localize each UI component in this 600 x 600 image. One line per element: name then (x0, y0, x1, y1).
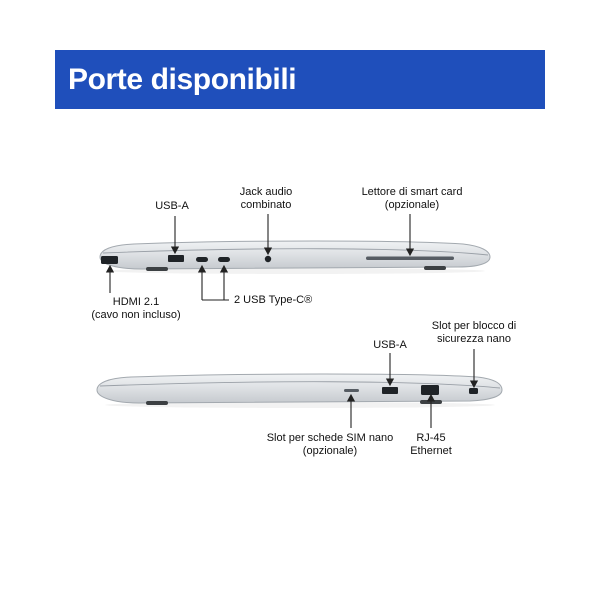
security-lock-label: Slot per blocco di sicurezza nano (431, 320, 517, 345)
rj45-port (421, 385, 439, 395)
hdmi-port (101, 256, 118, 264)
laptop-foot (424, 266, 446, 270)
page-title: Porte disponibili (68, 62, 297, 96)
usb-c-callout-bracket (197, 264, 229, 301)
audio-jack-callout-arrow (263, 214, 273, 256)
security-lock-slot (469, 388, 478, 394)
usb-a-bottom-callout-arrow (385, 353, 395, 387)
usb-a-port-right (382, 387, 398, 394)
laptop-lid-seam (102, 248, 489, 256)
audio-jack-label: Jack audio combinato (239, 186, 293, 211)
audio-jack-port (264, 255, 272, 263)
laptop-body (99, 240, 491, 270)
laptop-body (96, 373, 503, 404)
sim-slot (344, 389, 359, 392)
hdmi-label: HDMI 2.1 (cavo non incluso) (91, 296, 181, 321)
usb-c-port-2 (218, 257, 230, 262)
smart-card-label: Lettore di smart card (opzionale) (361, 186, 463, 211)
usb-c-port-1 (196, 257, 208, 262)
sim-label: Slot per schede SIM nano (opzionale) (266, 432, 394, 457)
hdmi-callout-arrow (105, 264, 115, 293)
callouts (105, 214, 479, 428)
laptop-right-side-view (96, 373, 503, 408)
smart-card-callout-arrow (405, 214, 415, 257)
laptop-foot (146, 267, 168, 271)
smart-card-slot (366, 256, 454, 260)
usb-a-top-label: USB-A (155, 200, 189, 212)
rj45-callout-arrow (426, 393, 436, 428)
title-bar: Porte disponibili (55, 50, 545, 109)
laptop-foot (146, 401, 168, 405)
rj45-label: RJ-45 Ethernet (410, 432, 452, 457)
security-lock-callout-arrow (469, 349, 479, 389)
sim-callout-arrow (346, 393, 356, 428)
laptop-lid-seam (99, 381, 501, 389)
usb-a-top-callout-arrow (170, 216, 180, 255)
laptop-shadow (105, 402, 495, 408)
usb-a-port-left (168, 255, 184, 262)
laptop-left-side-view (99, 240, 491, 274)
usb-c-label: 2 USB Type-C® (234, 294, 313, 306)
usb-a-bottom-label: USB-A (373, 339, 407, 351)
